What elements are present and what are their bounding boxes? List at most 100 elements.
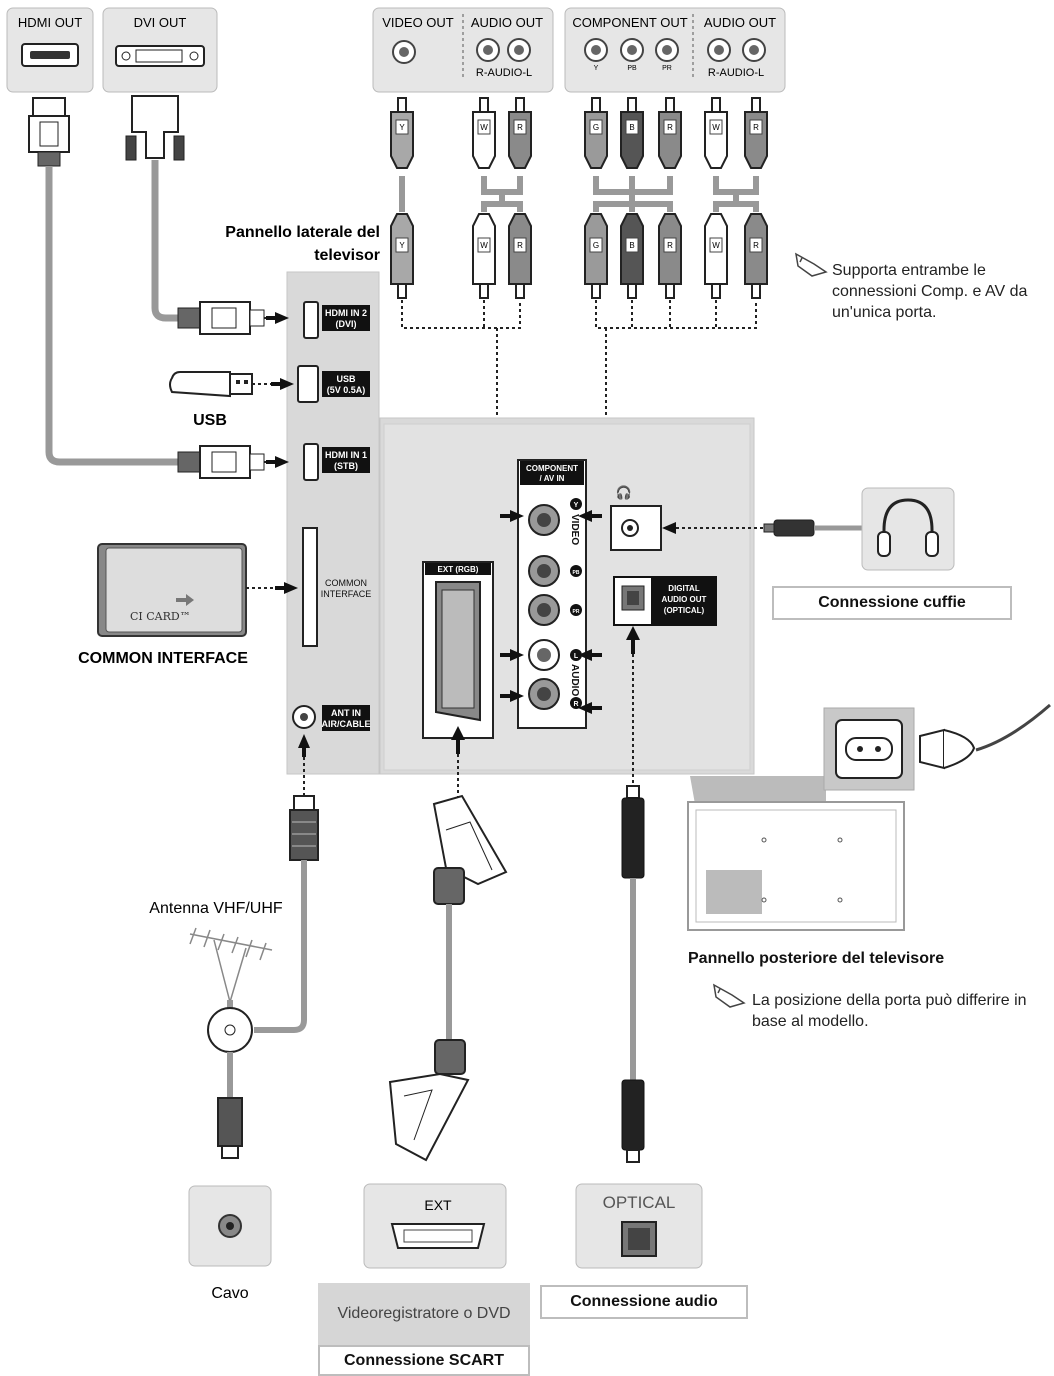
arrow-icon: [266, 312, 310, 757]
rca-plug-icon: W: [472, 97, 496, 169]
svg-text:R: R: [667, 123, 673, 132]
svg-text:PR: PR: [662, 65, 672, 72]
svg-text:B: B: [629, 241, 634, 250]
usb-stick-icon: [169, 371, 290, 398]
audio-l-jack[interactable]: [528, 639, 560, 671]
svg-text:R: R: [753, 241, 759, 250]
svg-text:DIGITAL: DIGITAL: [668, 584, 700, 593]
hdmi-out-source: HDMI OUT: [6, 7, 94, 93]
note-pencil-icon: [795, 252, 828, 277]
optical-cable: [621, 654, 645, 1163]
usb-label: USB: [193, 412, 227, 429]
headphone-jack[interactable]: [621, 519, 639, 537]
note-pencil-icon: [713, 983, 746, 1008]
headphone-plug-icon: [763, 519, 862, 537]
side-panel-title: Pannello laterale del: [225, 224, 380, 241]
svg-text:W: W: [712, 241, 720, 250]
svg-text:COMPONENT OUT: COMPONENT OUT: [572, 15, 687, 30]
svg-text:PB: PB: [573, 570, 580, 576]
side-panel: HDMI IN 2 (DVI) USB (5V 0.5A) HDMI IN 1 …: [286, 271, 380, 775]
svg-text:R: R: [753, 123, 759, 132]
rca-jack-icon: [584, 38, 608, 62]
rca-cables: [399, 176, 759, 212]
rca-plug-icon: Y: [390, 213, 414, 299]
svg-text:VIDEO OUT: VIDEO OUT: [382, 15, 454, 30]
svg-text:AIR/CABLE: AIR/CABLE: [322, 719, 371, 729]
ci-slot[interactable]: [302, 527, 318, 647]
coax-splitter-icon: [207, 1007, 253, 1159]
hdmi-plug-icon: [177, 445, 290, 479]
arrow-icon: [451, 510, 676, 754]
optical-port[interactable]: [621, 585, 645, 611]
svg-text:R-AUDIO-L: R-AUDIO-L: [708, 67, 764, 79]
svg-text:HDMI OUT: HDMI OUT: [18, 15, 82, 30]
scart-port[interactable]: [435, 581, 481, 722]
rca-plug-icon: G: [584, 97, 608, 169]
antenna-label: Antenna VHF/UHF: [149, 900, 283, 917]
svg-text:OPTICAL: OPTICAL: [603, 1193, 676, 1212]
svg-text:/ AV IN: / AV IN: [540, 474, 565, 483]
svg-text:R: R: [517, 241, 523, 250]
rca-plug-icon: B: [620, 213, 644, 299]
cavo-label: Cavo: [211, 1285, 248, 1302]
rear-panel-label: Pannello posteriore del televisore: [688, 950, 945, 967]
svg-text:ANT IN: ANT IN: [331, 708, 361, 718]
svg-text:EXT: EXT: [424, 1197, 452, 1213]
optical-source: OPTICAL: [575, 1183, 703, 1269]
svg-text:Y: Y: [399, 241, 405, 250]
common-interface-label: COMMON INTERFACE: [78, 650, 248, 667]
rca-plug-icon: G: [584, 213, 608, 299]
svg-text:Y: Y: [399, 123, 405, 132]
rca-plug-icon: R: [508, 213, 532, 299]
svg-text:(5V 0.5A): (5V 0.5A): [327, 385, 366, 395]
rca-jack-icon: [742, 38, 766, 62]
rca-jack-icon: [476, 38, 500, 62]
hdmi-in-2-port[interactable]: [303, 301, 319, 339]
svg-text:HDMI IN 2: HDMI IN 2: [325, 308, 367, 318]
component-pb-jack[interactable]: [528, 555, 560, 587]
note-comp-av: Supporta entrambe le connessioni Comp. e…: [832, 262, 1028, 321]
ext-source: EXT: [363, 1183, 507, 1269]
svg-text:DVI OUT: DVI OUT: [134, 15, 187, 30]
svg-text:televisor: televisor: [314, 247, 380, 264]
rca-plug-icon: R: [744, 213, 768, 299]
svg-text:W: W: [712, 123, 720, 132]
rca-plug-icon: R: [658, 97, 682, 169]
svg-text:Y: Y: [594, 65, 599, 72]
svg-text:W: W: [480, 241, 488, 250]
video-audio-out-source: VIDEO OUT AUDIO OUT R-AUDIO-L: [372, 7, 554, 93]
rca-jack-icon: [655, 38, 679, 62]
rca-plug-icon: W: [704, 97, 728, 169]
component-pr-jack[interactable]: [528, 594, 560, 626]
svg-text:HDMI IN 1: HDMI IN 1: [325, 450, 367, 460]
svg-text:USB: USB: [336, 374, 356, 384]
svg-text:R-AUDIO-L: R-AUDIO-L: [476, 67, 532, 79]
svg-text:R: R: [573, 701, 578, 708]
svg-text:(OPTICAL): (OPTICAL): [664, 606, 705, 615]
svg-text:INTERFACE: INTERFACE: [321, 589, 372, 599]
power-plug-icon: [919, 703, 1051, 770]
svg-text:AUDIO: AUDIO: [569, 664, 580, 696]
svg-text:W: W: [480, 123, 488, 132]
hdmi-in-1-port[interactable]: [303, 443, 319, 481]
svg-text:PR: PR: [573, 609, 580, 615]
svg-text:COMPONENT: COMPONENT: [526, 464, 578, 473]
svg-text:AUDIO OUT: AUDIO OUT: [471, 15, 543, 30]
component-y-video-jack[interactable]: [528, 504, 560, 536]
rca-plug-icon: R: [508, 97, 532, 169]
usb-port[interactable]: [297, 365, 319, 403]
headphone-icon: 🎧: [616, 485, 632, 500]
ci-card-icon: CI CARD™: [97, 543, 290, 637]
rca-plug-icon: W: [472, 213, 496, 299]
headphones-connection-label: Connessione cuffie: [772, 586, 1012, 620]
cavo-source: [188, 1185, 272, 1267]
dvi-port-icon: [115, 45, 205, 67]
svg-text:AUDIO OUT: AUDIO OUT: [662, 595, 707, 604]
rca-jack-icon: [392, 40, 416, 64]
audio-r-jack[interactable]: [528, 678, 560, 710]
dvi-cable: [125, 95, 185, 322]
rear-panel: EXT (RGB) COMPONENT / AV IN Y VIDEO PB P…: [379, 417, 755, 775]
hdmi-plug-icon: [177, 301, 290, 335]
